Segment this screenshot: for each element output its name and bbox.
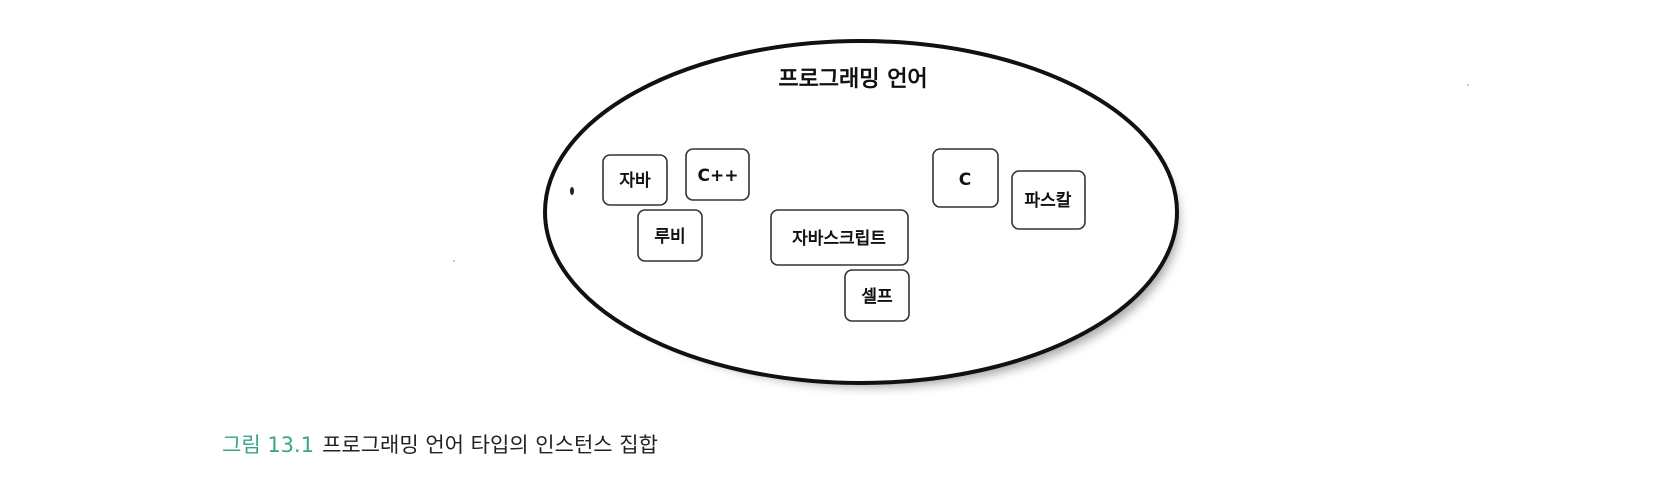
instance-label: C <box>959 170 971 190</box>
instance-box <box>844 269 910 322</box>
figure-caption: 그림 13.1 프로그래밍 언어 타입의 인스턴스 집합 <box>222 432 658 458</box>
instance-node-javascript: 자바스크립트 <box>770 209 909 266</box>
instance-box <box>932 148 999 208</box>
instance-label: 자바 <box>619 171 651 191</box>
set-title: 프로그래밍 언어 <box>778 67 927 92</box>
instance-box <box>637 209 703 262</box>
instance-label: 자바스크립트 <box>792 229 886 249</box>
instance-node-self: 셀프 <box>844 269 910 322</box>
instance-box <box>602 154 668 206</box>
instance-label: 셀프 <box>861 287 893 307</box>
caption-number: 그림 13.1 <box>222 433 315 457</box>
instance-box <box>1011 170 1086 230</box>
stray-dot-faint <box>453 260 455 262</box>
instance-node-ruby: 루비 <box>637 209 703 262</box>
instance-label: 파스칼 <box>1025 191 1072 211</box>
instance-node-java: 자바 <box>602 154 668 206</box>
instance-label: 루비 <box>654 227 685 247</box>
instance-node-cpp: C++ <box>685 148 750 201</box>
stray-dot-faint <box>1467 84 1469 86</box>
stray-dot <box>570 187 574 195</box>
instance-box <box>770 209 909 266</box>
instance-node-c: C <box>932 148 999 208</box>
caption-text: 프로그래밍 언어 타입의 인스턴스 집합 <box>322 433 658 457</box>
instance-node-pascal: 파스칼 <box>1011 170 1086 230</box>
instance-label: C++ <box>698 166 739 186</box>
instance-box <box>685 148 750 201</box>
